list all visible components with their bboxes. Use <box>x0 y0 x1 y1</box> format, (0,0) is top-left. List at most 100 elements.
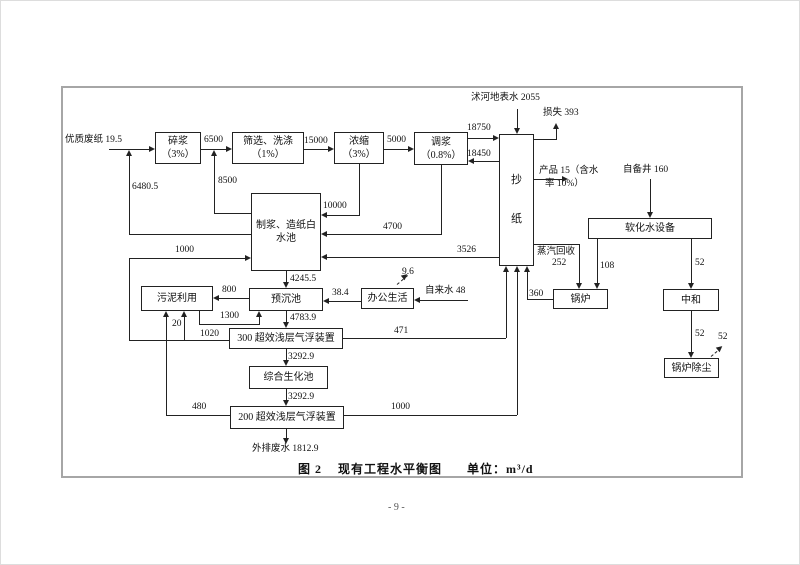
flow-1300: 1300 <box>220 311 239 321</box>
arrowhead-icon <box>283 360 289 366</box>
flow-line <box>327 257 499 258</box>
arrowhead-icon <box>149 146 155 152</box>
node-crusher: 碎浆 （3%） <box>155 132 201 164</box>
caption-unit: 单位：m³/d <box>467 462 534 476</box>
arrowhead-icon <box>524 266 530 272</box>
arrowhead-icon <box>493 135 499 141</box>
arrowhead-icon <box>256 311 262 317</box>
flow-52-neutral: 52 <box>695 258 705 268</box>
node-daf-300-label: 300 超效浅层气浮装置 <box>237 333 335 344</box>
node-boiler-dedusting: 锅炉除尘 <box>664 358 719 378</box>
node-boiler-dedusting-label: 锅炉除尘 <box>671 362 712 374</box>
node-daf-300: 300 超效浅层气浮装置 <box>229 328 343 349</box>
node-whitewater-line1: 制浆、造纸白 <box>256 220 316 231</box>
flow-line <box>129 234 251 235</box>
flow-line <box>517 109 518 128</box>
flow-line <box>286 311 287 322</box>
arrowhead-icon <box>408 146 414 152</box>
arrowhead-icon <box>211 150 217 156</box>
arrowhead-icon <box>594 283 600 289</box>
flow-480: 480 <box>192 402 207 412</box>
node-water-softening: 软化水设备 <box>588 218 712 239</box>
arrowhead-icon <box>213 295 219 301</box>
arrowhead-icon <box>283 438 289 444</box>
flow-line <box>286 271 287 282</box>
node-papermaking: 抄 纸 <box>499 134 534 266</box>
arrowhead-icon <box>647 212 653 218</box>
flow-1000-whitewater: 1000 <box>175 245 194 255</box>
flow-line <box>199 324 260 325</box>
flow-line <box>650 179 651 212</box>
flow-line <box>199 311 200 324</box>
node-presedimentation-label: 预沉池 <box>271 294 301 305</box>
flow-loss-393: 损失 393 <box>543 108 579 118</box>
flow-river-water: 沭河地表水 2055 <box>471 93 540 103</box>
arrowhead-icon <box>688 283 694 289</box>
flow-line <box>344 415 517 416</box>
flow-line <box>327 215 360 216</box>
node-thickening-label: 浓缩 <box>349 136 369 147</box>
flow-line <box>506 272 507 338</box>
flow-steam-recovery: 蒸汽回收 <box>537 247 576 257</box>
flow-line <box>214 156 215 213</box>
flow-line <box>184 317 185 341</box>
arrowhead-icon <box>514 128 520 134</box>
node-blending-label: 调浆 <box>431 136 451 148</box>
node-screening-consistency: （1%） <box>251 149 285 160</box>
arrowhead-icon <box>181 311 187 317</box>
node-blending-consistency: （0.8%） <box>420 149 462 161</box>
arrowhead-icon <box>321 231 327 237</box>
flow-line <box>343 338 506 339</box>
flow-20: 20 <box>172 319 182 329</box>
flow-line <box>359 164 360 216</box>
arrowhead-icon <box>414 297 420 303</box>
flow-line <box>286 429 287 438</box>
flow-6480-5: 6480.5 <box>132 182 159 192</box>
node-daf-200: 200 超效浅层气浮装置 <box>230 406 344 429</box>
flow-1000-paper: 1000 <box>391 402 410 412</box>
flow-line <box>219 298 249 299</box>
flow-line <box>691 311 692 352</box>
flow-252: 252 <box>552 258 567 268</box>
node-whitewater-line2: 水池 <box>276 233 296 244</box>
flow-line <box>527 272 528 299</box>
arrowhead-icon <box>562 176 568 182</box>
node-blending: 调浆 （0.8%） <box>414 132 468 165</box>
flow-product-line1: 产品 15（含水 <box>539 166 599 176</box>
flow-line <box>129 258 245 259</box>
arrowhead-icon <box>323 298 329 304</box>
arrowhead-icon <box>503 266 509 272</box>
node-sludge-use: 污泥利用 <box>141 286 213 311</box>
node-crusher-consistency: （3%） <box>161 149 195 160</box>
node-papermaking-char1: 抄 <box>511 174 522 186</box>
arrowhead-icon <box>328 146 334 152</box>
flow-52-loss: 52 <box>718 332 728 342</box>
node-boiler: 锅炉 <box>553 289 608 309</box>
node-water-softening-label: 软化水设备 <box>625 223 675 234</box>
flow-360: 360 <box>529 289 544 299</box>
flow-well-water: 自备井 160 <box>623 165 669 175</box>
flow-3292-9-a: 3292.9 <box>288 352 315 362</box>
flow-line <box>420 300 468 301</box>
flow-line <box>129 156 130 234</box>
arrowhead-icon <box>126 150 132 156</box>
flow-waste-paper: 优质废纸 19.5 <box>65 135 123 145</box>
flow-line <box>534 139 557 140</box>
flow-line <box>441 165 442 235</box>
caption-figure-number: 图 2 <box>298 462 323 476</box>
flow-4245-5: 4245.5 <box>290 274 317 284</box>
flow-line <box>597 239 598 283</box>
node-boiler-label: 锅炉 <box>570 293 591 305</box>
arrowhead-icon <box>283 282 289 288</box>
flow-3526: 3526 <box>457 245 476 255</box>
arrowhead-icon <box>283 400 289 406</box>
flow-line <box>534 179 562 180</box>
node-biochemical-label: 综合生化池 <box>263 372 314 383</box>
flow-800: 800 <box>222 285 237 295</box>
node-presedimentation: 预沉池 <box>249 288 323 311</box>
flow-line <box>468 138 493 139</box>
flow-line <box>304 149 328 150</box>
arrowhead-icon <box>245 255 251 261</box>
flow-5000: 5000 <box>387 135 406 145</box>
